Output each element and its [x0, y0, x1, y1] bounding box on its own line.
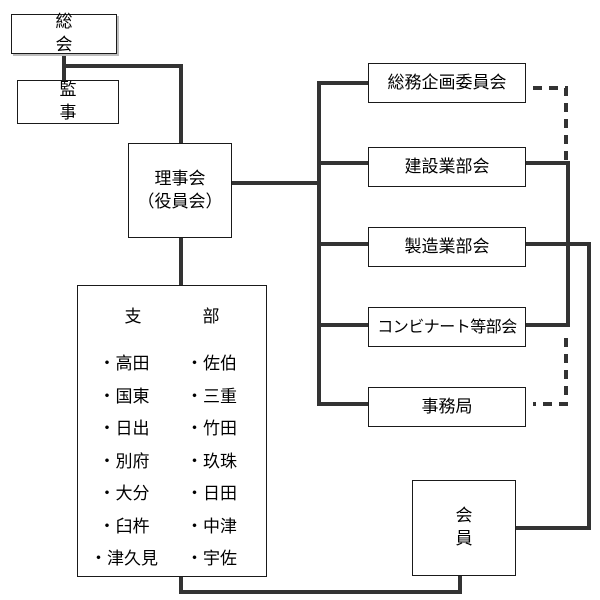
- node-auditor: 監 事: [17, 80, 119, 124]
- branch-item: 津久見: [90, 543, 158, 576]
- node-label: 総務企画委員会: [387, 72, 507, 93]
- node-label: 製造業部会: [404, 236, 490, 257]
- edge-sokai-rijikai: [62, 64, 183, 145]
- branch-item: 臼杵: [90, 511, 158, 544]
- node-label: 事務局: [421, 396, 473, 417]
- node-label: 会 員: [455, 506, 526, 549]
- node-committee-manufacturing: 製造業部会: [368, 227, 526, 267]
- branch-item: 三重: [186, 381, 237, 414]
- branches-title: 支 部: [124, 307, 242, 327]
- node-board: 理事会 （役員会）: [128, 143, 232, 238]
- node-general-assembly: 総 会: [11, 12, 126, 55]
- branch-item: 国東: [90, 381, 158, 414]
- node-label: 総 会: [55, 12, 126, 55]
- branch-list-right: 佐伯 三重 竹田 玖珠 日田 中津 宇佐: [186, 348, 237, 576]
- branch-item: 高田: [90, 348, 158, 381]
- branch-item: 中津: [186, 511, 237, 544]
- branch-item: 別府: [90, 446, 158, 479]
- edge-shibu-kaiin: [179, 574, 462, 594]
- node-committee-construction: 建設業部会: [368, 147, 526, 187]
- node-members: 会 員: [412, 480, 516, 576]
- branch-item: 日出: [90, 413, 158, 446]
- edge-c3-c4-dashed: [533, 338, 568, 406]
- edge-c2-kaiin: [514, 242, 591, 530]
- branch-item: 日田: [186, 478, 237, 511]
- branch-item: 佐伯: [186, 348, 237, 381]
- node-committee-general-planning: 総務企画委員会: [368, 63, 526, 103]
- node-committee-kombinat: コンビナート等部会: [368, 307, 526, 347]
- node-label: 理事会: [154, 168, 206, 189]
- branch-item: 竹田: [186, 413, 237, 446]
- branch-item: 大分: [90, 478, 158, 511]
- node-sublabel: （役員会）: [137, 191, 223, 212]
- node-label: 監 事: [59, 80, 130, 123]
- edge-c0-c1-dashed: [533, 86, 568, 162]
- branch-item: 宇佐: [186, 543, 237, 576]
- node-label: コンビナート等部会: [377, 317, 517, 337]
- node-label: 建設業部会: [404, 156, 490, 177]
- branch-list-left: 高田 国東 日出 別府 大分 臼杵 津久見: [90, 348, 158, 576]
- branch-item: 玖珠: [186, 446, 237, 479]
- node-branches: 支 部 高田 国東 日出 別府 大分 臼杵 津久見 佐伯 三重 竹田 玖珠 日田…: [77, 285, 267, 577]
- node-secretariat: 事務局: [368, 387, 526, 427]
